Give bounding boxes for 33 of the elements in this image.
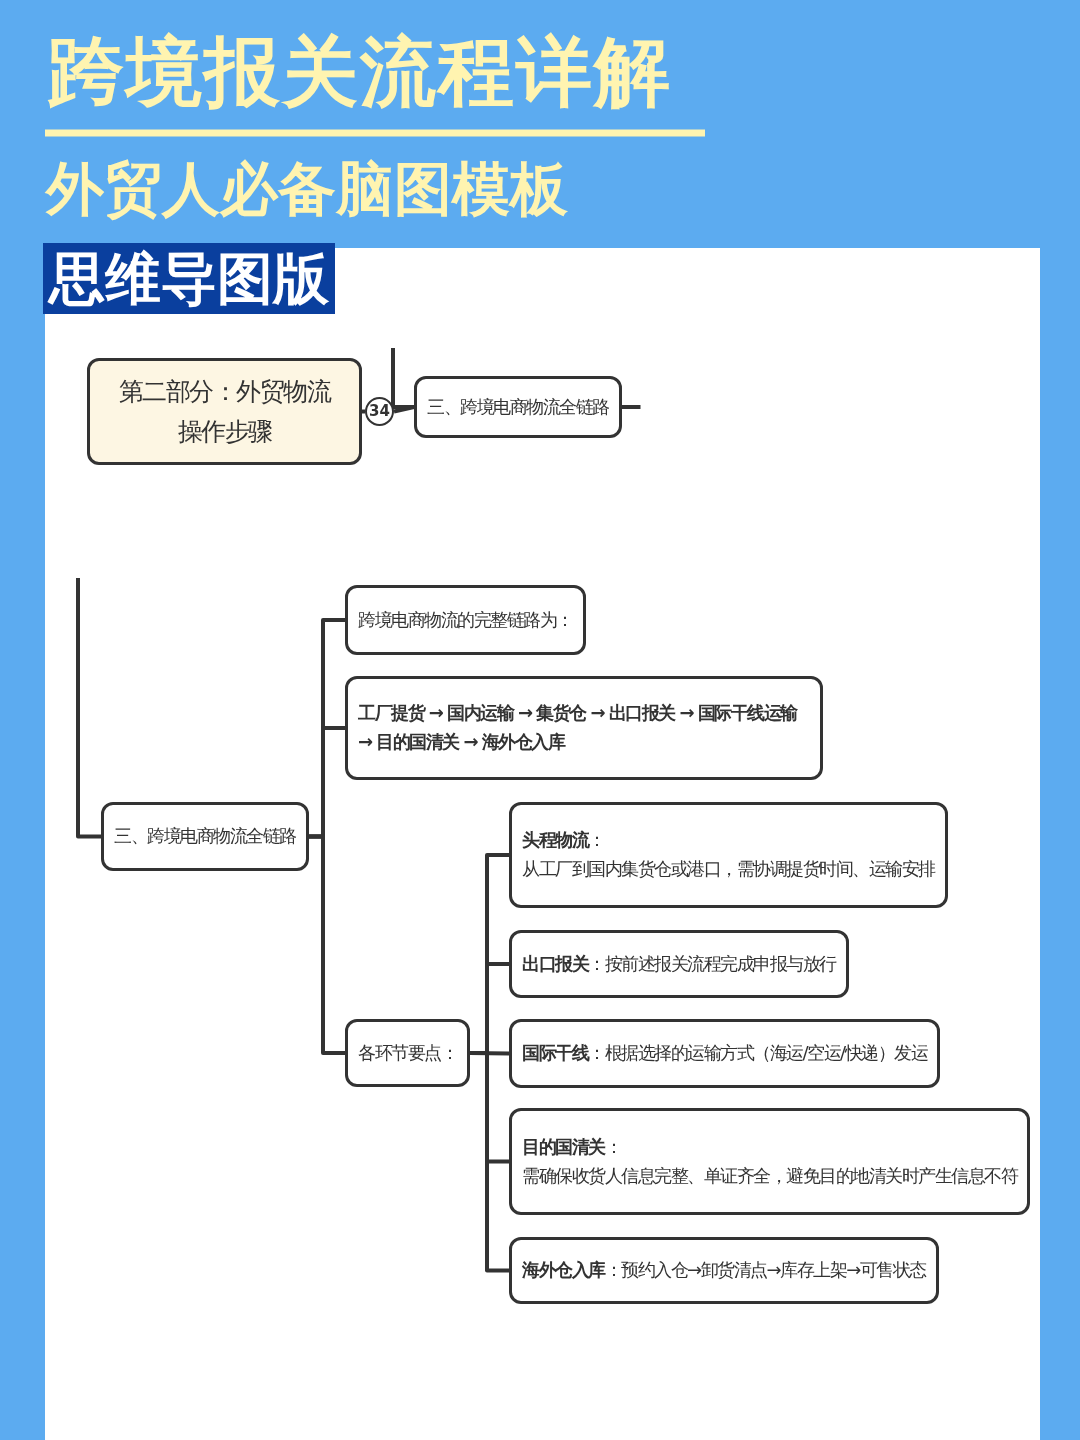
connector-line — [76, 578, 101, 839]
section-box — [87, 358, 362, 465]
topic-box — [101, 802, 309, 871]
connector-line — [362, 409, 365, 414]
topic-text: 三、跨境电商物流全链路 — [427, 394, 609, 419]
topic-text: 出口报关：按前述报关流程完成申报与放行 — [522, 951, 836, 976]
topic-text: 头程物流： — [522, 828, 606, 853]
topic-text: 海外仓入库：预约入仓→卸货清点→库存上架→可售状态 — [522, 1258, 926, 1283]
subtitle: 外贸人必备脑图模板 — [46, 155, 568, 225]
badge-number: 34 — [368, 401, 391, 422]
topic-box — [509, 1019, 941, 1088]
topic-text: 各环节要点： — [358, 1040, 457, 1065]
topic-box — [345, 676, 823, 780]
topic-text: 工厂提货 → 国内运输 → 集货仓 → 出口报关 → 国际干线运输 → 目的国清关 → 海外仓入库 — [358, 701, 799, 754]
connector-line — [308, 834, 345, 1055]
topic-box — [509, 1108, 1030, 1215]
topic-text: 从工厂到国内集货仓或港口，需协调提货时间、运输安排 — [522, 857, 935, 881]
topic-box — [509, 802, 948, 908]
topic-box — [509, 1237, 939, 1304]
topic-text: 需确保收货人信息完整、单证齐全，避免目的地清关时产生信息不符 — [522, 1163, 1017, 1188]
connector-line — [391, 348, 414, 409]
topic-text: 跨境电商物流的完整链路为： — [358, 607, 573, 632]
topic-text: 目的国清关： — [522, 1134, 622, 1159]
tag-label: 思维导图版 — [43, 243, 335, 315]
topic-box — [414, 376, 622, 438]
topic-text: 第二部分：外贸物流操作步骤 — [117, 375, 332, 448]
topic-box — [345, 1019, 470, 1087]
topic-text: 三、跨境电商物流全链路 — [114, 824, 296, 849]
title: 跨境报关流程详解 — [48, 26, 672, 118]
topic-box — [509, 930, 849, 998]
topic-box — [345, 585, 586, 655]
topic-text: 国际干线：根据选择的运输方式（海运/空运/快递）发运 — [522, 1041, 928, 1066]
connector-line — [621, 405, 641, 409]
